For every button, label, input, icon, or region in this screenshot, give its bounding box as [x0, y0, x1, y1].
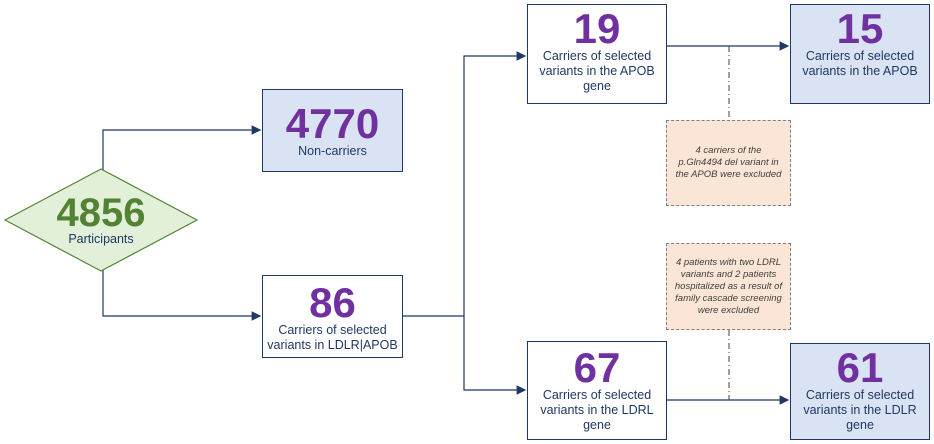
apob-selected-label: Carriers of selected variants in the APO… — [539, 49, 655, 93]
participants-node: 4856 Participants — [3, 168, 199, 272]
carriers-total-box: 86 Carriers of selected variants in LDLR… — [262, 275, 403, 358]
ldlr-final-count: 61 — [836, 344, 884, 391]
participants-count: 4856 — [56, 191, 146, 235]
arrow-to-carriers — [102, 270, 262, 321]
apob-final-box: 15 Carriers of selected variants in the … — [790, 4, 930, 104]
apob-selected-count: 19 — [573, 5, 621, 52]
ldrl-selected-label: Carriers of selected variants in the LDR… — [540, 388, 654, 432]
non-carriers-count: 4770 — [285, 100, 380, 147]
ldrl-selected-box: 67 Carriers of selected variants in the … — [527, 341, 667, 440]
ldlr-final-label: Carriers of selected variants in the LDL… — [803, 388, 917, 432]
exclusion-note-ldlr: 4 patients with two LDRL variants and 2 … — [666, 243, 791, 330]
apob-selected-box: 19 Carriers of selected variants in the … — [527, 4, 667, 104]
apob-final-count: 15 — [836, 5, 884, 52]
arrow-to-ldrl — [463, 316, 527, 395]
diamond-shape — [3, 168, 199, 272]
carriers-total-count: 86 — [309, 278, 356, 326]
exclusion-note-apob: 4 carriers of the p.Gln4494 del variant … — [666, 120, 791, 206]
non-carriers-box: 4770 Non-carriers — [262, 89, 403, 172]
arrow-to-apob — [463, 51, 527, 316]
carriers-total-label: Carriers of selected variants in LDLR|AP… — [267, 322, 398, 352]
arrow-to-non-carriers — [102, 125, 262, 170]
participants-label: Participants — [68, 232, 134, 246]
ldlr-final-box: 61 Carriers of selected variants in the … — [790, 343, 930, 440]
ldrl-selected-count: 67 — [573, 344, 621, 391]
apob-final-label: Carriers of selected variants in the APO… — [802, 49, 918, 78]
non-carriers-label: Non-carriers — [298, 144, 367, 158]
